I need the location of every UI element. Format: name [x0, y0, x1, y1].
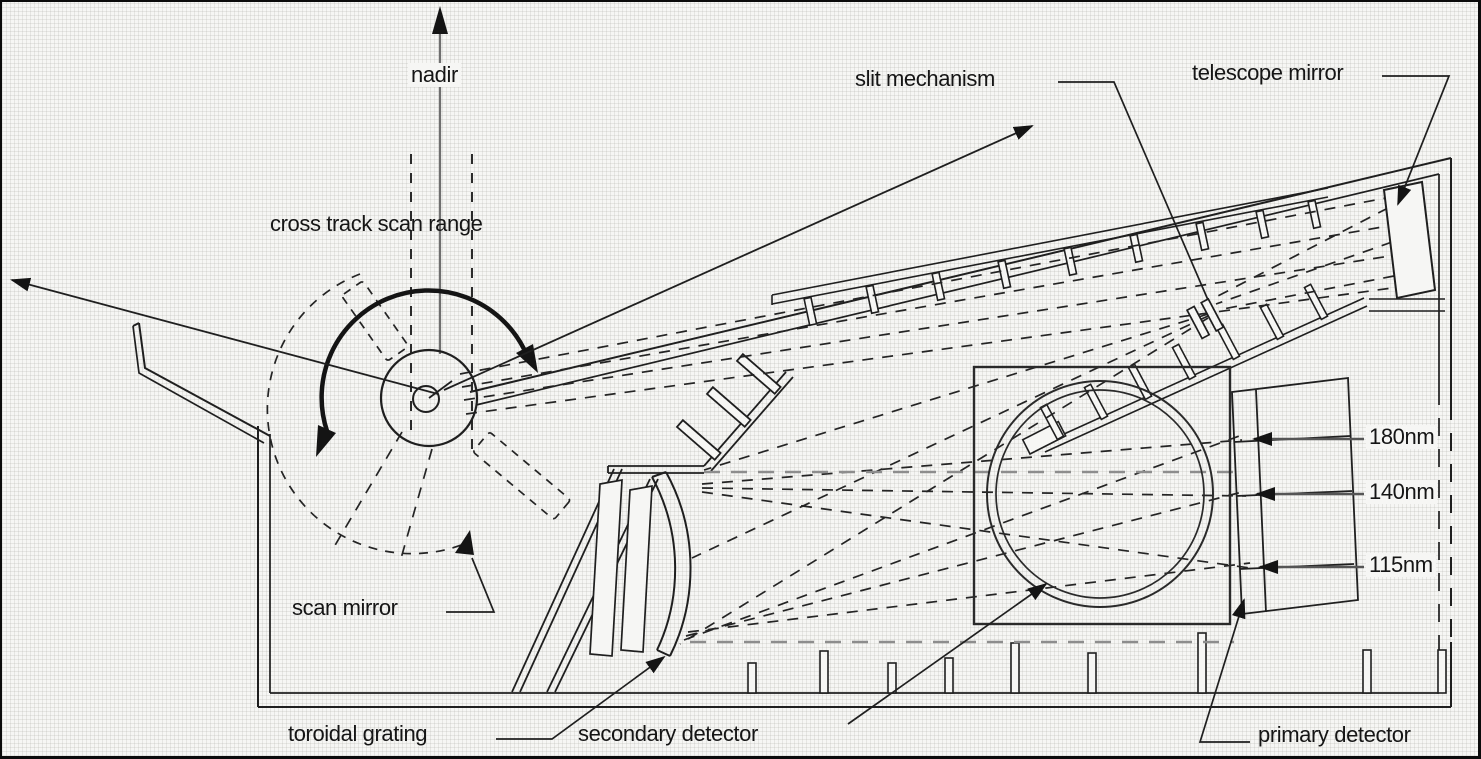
slit-mechanism: [1185, 297, 1225, 340]
instrument-housing: [132, 157, 1452, 708]
leader-toroidal-grating: [496, 655, 666, 740]
secondary-detector: [972, 365, 1232, 626]
label-primary-detector: primary detector: [1258, 722, 1411, 747]
label-toroidal-grating: toroidal grating: [288, 721, 428, 746]
scan-rotation-arrowhead-icon: [455, 530, 474, 555]
primary-detector: [1231, 376, 1359, 616]
toroidal-grating: [589, 471, 692, 657]
scan-arc-left-arrowhead-icon: [316, 425, 336, 457]
telescope-mirror: [1382, 180, 1437, 300]
label-115nm: 115nm: [1366, 553, 1436, 577]
label-leader-lines: [446, 75, 1451, 743]
optical-ray-extremes: [690, 470, 1234, 644]
scan-mirror-assembly: [266, 6, 571, 555]
scan-extreme-right-arrow: [443, 125, 1034, 391]
beam-direction-arrows: [10, 125, 1034, 395]
label-180nm: 180nm: [1366, 425, 1438, 449]
nadir-arrowhead-icon: [432, 6, 448, 34]
scan-extreme-left-arrow: [10, 277, 439, 395]
label-secondary-detector: secondary detector: [578, 721, 758, 746]
label-cross-track-scan-range: cross track scan range: [270, 211, 483, 236]
leader-slit-mechanism: [1058, 81, 1209, 301]
wavelength-arrows: [1252, 432, 1364, 574]
optical-ray-paths: [333, 197, 1395, 645]
label-140nm: 140nm: [1366, 480, 1438, 504]
leader-telescope-mirror: [1382, 75, 1451, 206]
label-scan-mirror: scan mirror: [292, 595, 398, 620]
leader-primary-detector: [1198, 598, 1250, 743]
leader-scan-mirror: [446, 557, 496, 613]
label-slit-mechanism: slit mechanism: [855, 66, 995, 91]
label-nadir: nadir: [408, 63, 461, 87]
label-telescope-mirror: telescope mirror: [1192, 60, 1344, 85]
telescope-baffle-rail: [771, 187, 1445, 456]
leader-secondary-detector: [847, 582, 1048, 725]
cross-track-scan-arc: [319, 288, 527, 432]
floor-baffle-vanes: [747, 632, 1447, 694]
scan-rotation-arc: [266, 273, 465, 555]
